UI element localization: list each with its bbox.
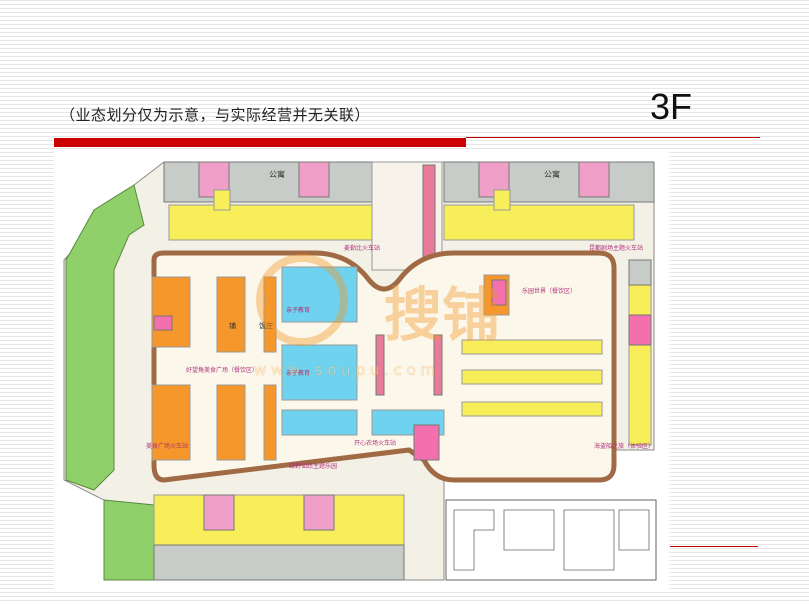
kids-train-stop-label: 麦勒比火车站 [344, 244, 380, 252]
apartment-core-4 [578, 161, 610, 198]
shop-b-label: 饭庄 [259, 321, 273, 330]
blue-block-mid [281, 344, 358, 401]
shop-a-label: 铺 [229, 321, 236, 330]
food-strip-3 [263, 276, 277, 353]
top-shop-notch-2 [493, 189, 511, 211]
residential-outline [445, 499, 657, 581]
blue-block-mid-label: 亲子教育 [286, 369, 310, 377]
shop-row-3 [461, 401, 603, 417]
escalator-center-left [375, 334, 385, 396]
food-block-upper [151, 276, 191, 348]
right-orange-core [491, 279, 507, 306]
food-core [153, 315, 173, 331]
residential-units [453, 509, 650, 571]
floor-label: 3F [650, 86, 693, 127]
theater-train-stop-label: 昆都剧场主题火车站 [589, 244, 643, 252]
apartment-core-2 [298, 161, 330, 198]
watermark-url: w w w . s o u p u . c o m [254, 361, 435, 379]
top-right-zone-label: 乐园世界（餐饮区） [522, 287, 576, 295]
apartment-block-right [443, 161, 655, 203]
food-block-lower [151, 384, 191, 461]
right-core [628, 314, 652, 346]
pirate-stop-label: 海盗船之旅（体验区） [594, 442, 654, 450]
green-wing-left [65, 184, 145, 491]
header-rule-thin [466, 137, 760, 138]
blue-block-upper-label: 亲子教育 [286, 306, 310, 314]
top-shops-left [168, 204, 375, 241]
top-shops-right [443, 204, 635, 241]
apartment-block-left [163, 161, 375, 203]
center-core [413, 424, 440, 461]
top-shop-notch-1 [213, 189, 231, 211]
floor-plan: 公寓 公寓 铺 饭庄 亲子教育 亲子教育 [54, 150, 669, 590]
watermark: 搜铺 w w w . s o u p u . c o m [254, 254, 500, 379]
apartment-label-left: 公寓 [269, 169, 285, 179]
escalator-center-right [433, 334, 443, 396]
bottom-core-1 [203, 494, 235, 531]
footer-rule [670, 546, 758, 547]
right-shops [628, 284, 652, 446]
right-service [628, 259, 652, 286]
bottom-core-2 [303, 494, 335, 531]
blue-block-upper [281, 266, 358, 323]
food-train-stop-label: 美食广场火车站 [146, 442, 188, 450]
bottom-apartments [153, 544, 405, 581]
watermark-logo-text: 搜铺 [384, 281, 500, 349]
wild-park-label: 绿野仙踪主题乐园 [289, 462, 337, 470]
happy-farm-stop-label: 开心农场火车站 [354, 439, 396, 447]
disclaimer-subtitle: （业态划分仅为示意，与实际经营并无关联） [60, 106, 371, 124]
blue-block-lower [281, 409, 358, 436]
green-wing-bottom [103, 499, 155, 581]
food-plaza-label: 好望角美食广场（餐饮区） [186, 366, 258, 374]
food-strip-2 [216, 384, 246, 461]
floor-plan-svg: 公寓 公寓 铺 饭庄 亲子教育 亲子教育 [63, 161, 657, 581]
food-strip-1 [216, 276, 246, 353]
shop-row-1 [461, 339, 603, 355]
shop-row-2 [461, 369, 603, 385]
apartment-label-right: 公寓 [544, 169, 560, 179]
header-rule-thick [54, 138, 466, 147]
watermark-logo-ring [256, 254, 348, 346]
food-strip-4 [263, 384, 277, 461]
